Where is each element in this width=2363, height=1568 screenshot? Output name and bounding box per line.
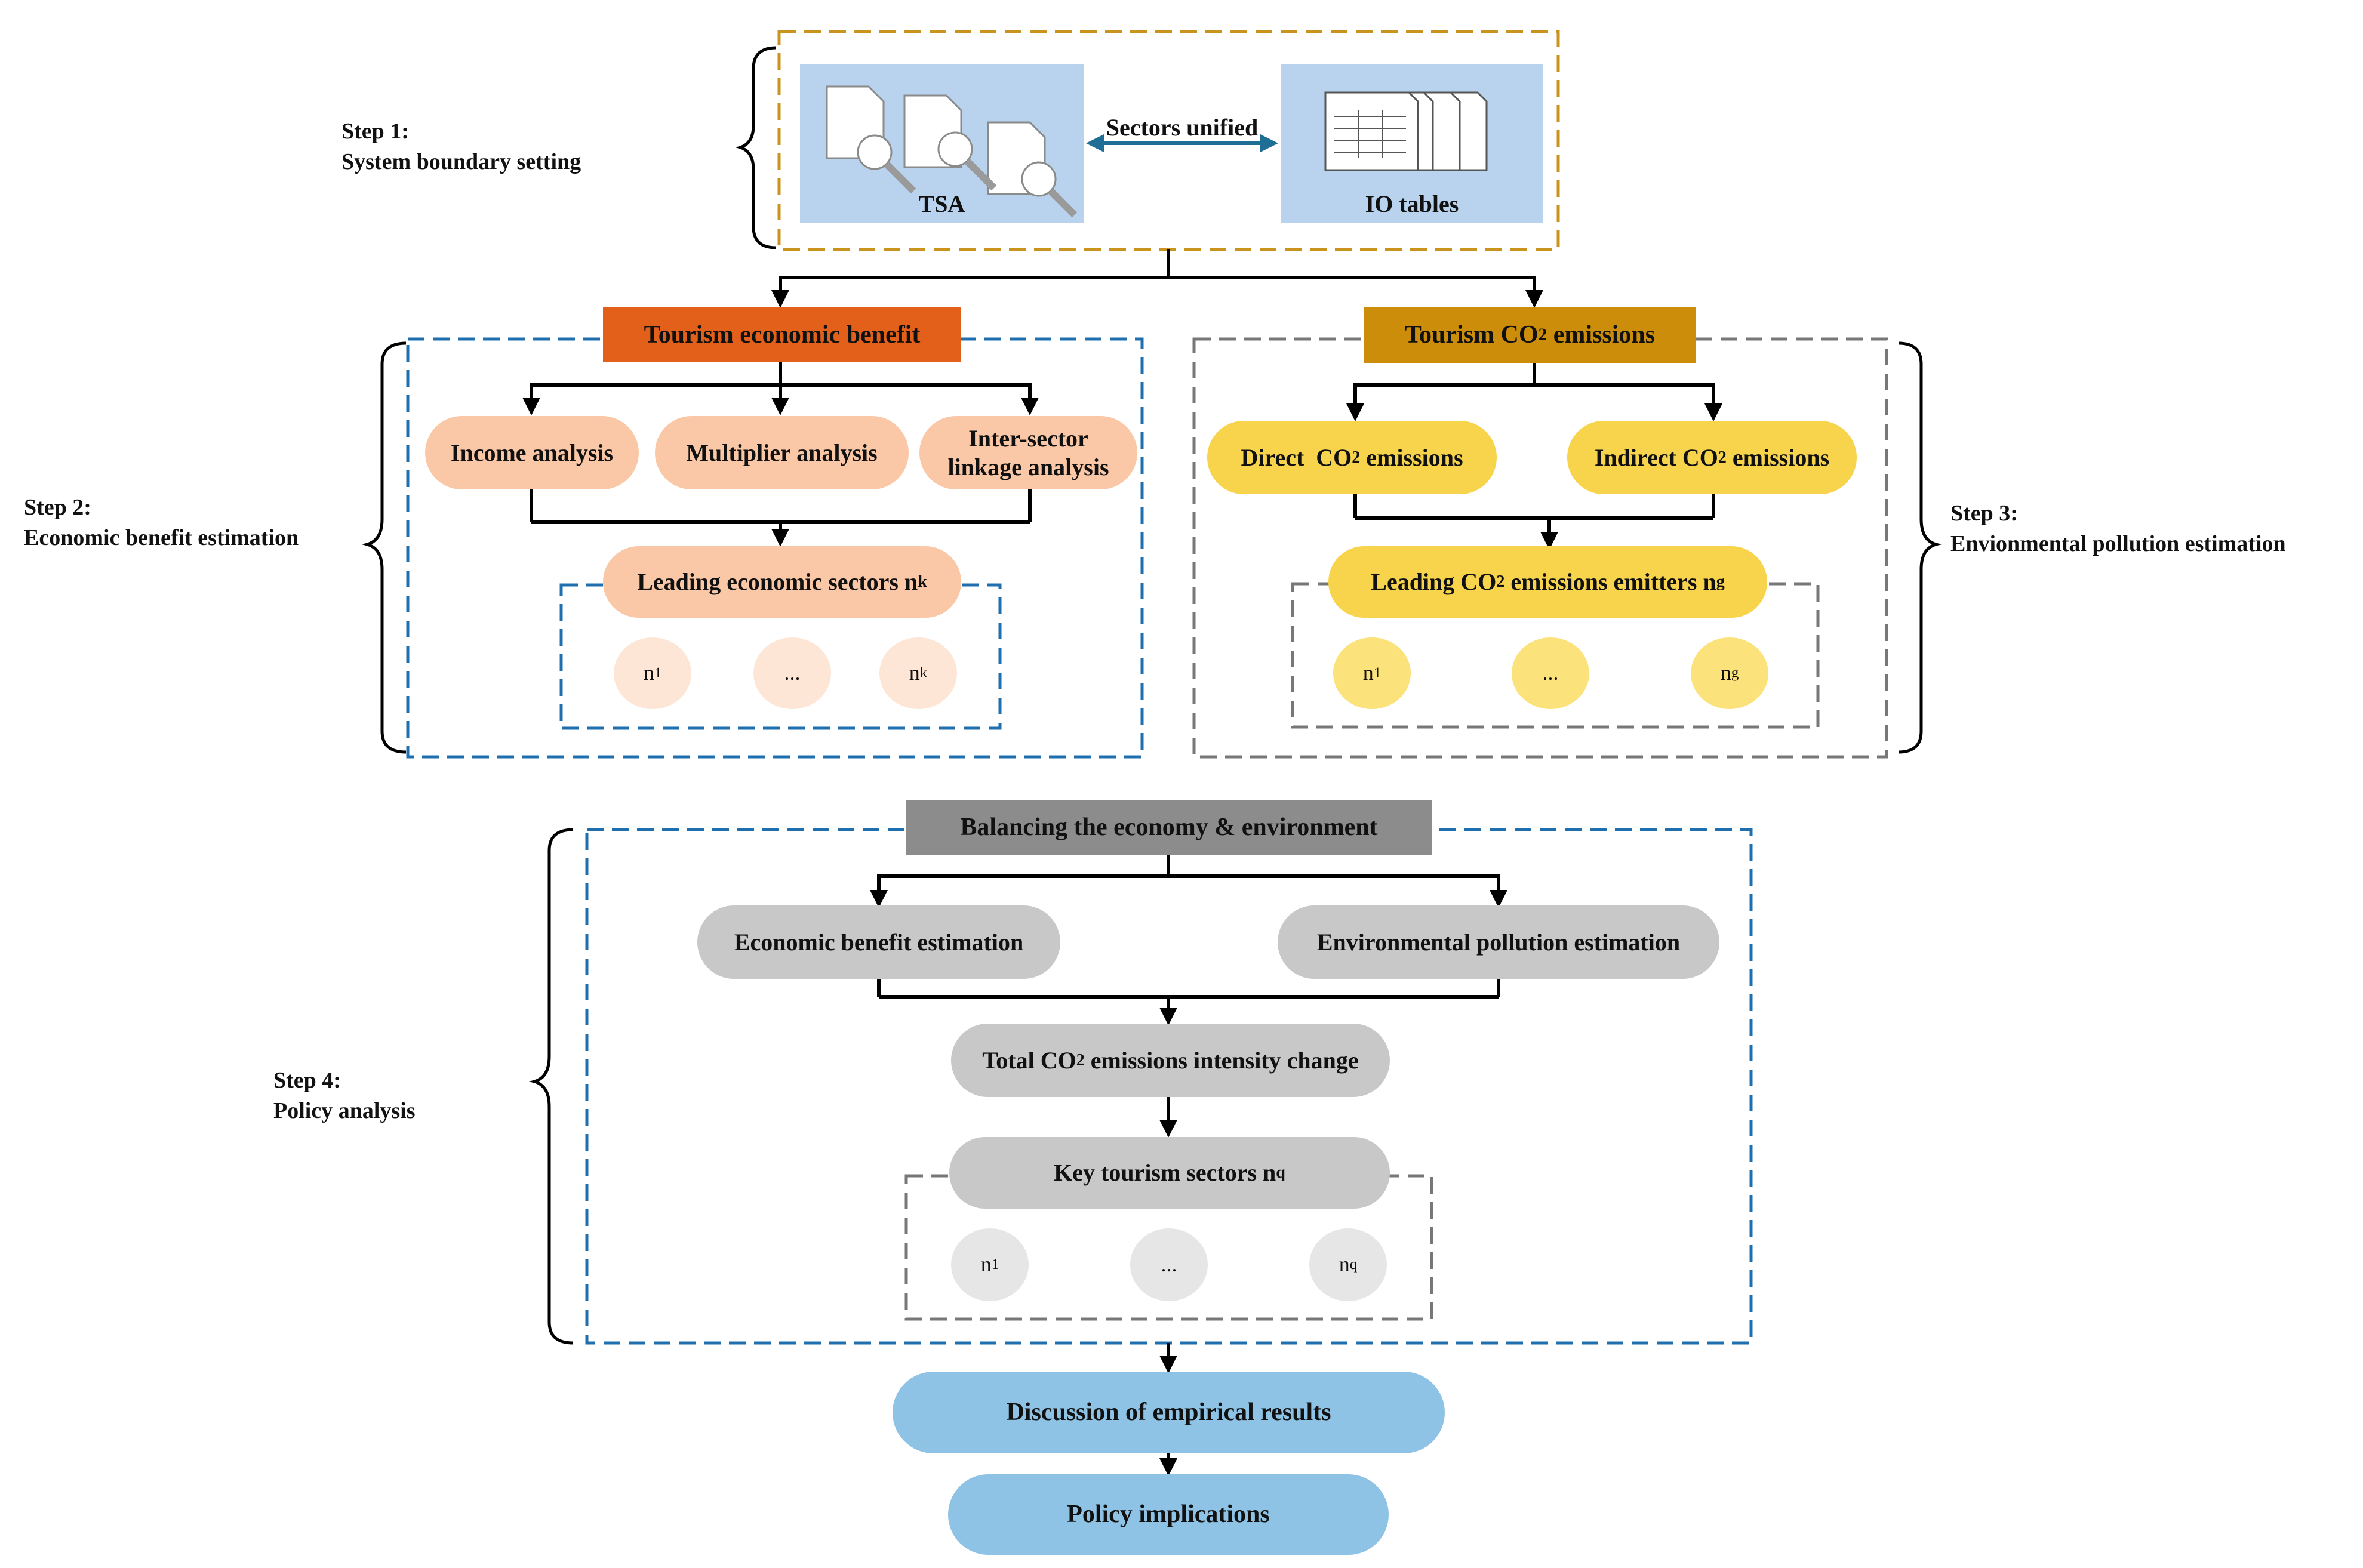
step3-label-line2: Envionmental pollution estimation — [1950, 531, 2286, 557]
header-suffix: emissions — [1547, 321, 1656, 349]
circle-main: n — [1720, 661, 1731, 685]
circle-main: ... — [1542, 661, 1559, 685]
step2-label-line1: Step 2: — [24, 495, 91, 520]
step3-brace — [1898, 341, 1942, 754]
step3-label-line1: Step 3: — [1950, 501, 2018, 526]
step2-leading-dashed-box — [559, 583, 1002, 730]
io-tables-label: IO tables — [1365, 190, 1459, 217]
document-search-icon — [826, 85, 1078, 218]
multiplier-analysis-node: Multiplier analysis — [655, 416, 909, 489]
emitter-circle-ellipsis: ... — [1512, 637, 1589, 709]
circle-sub: g — [1731, 664, 1739, 681]
tourism-economic-benefit-header: Tourism economic benefit — [603, 307, 961, 362]
economic-benefit-estimation-node: Economic benefit estimation — [697, 905, 1060, 979]
sectors-unified-label: Sectors unified — [1106, 114, 1259, 141]
indirect-sub: 2 — [1718, 448, 1727, 467]
step2-label-line2: Economic benefit estimation — [24, 525, 299, 551]
inter-sector-line2: linkage analysis — [947, 453, 1109, 480]
circle-main: n — [643, 661, 654, 685]
total-text: Total CO — [982, 1046, 1076, 1074]
circle-sub: k — [919, 664, 928, 681]
leading-middle: emissions emitters n — [1504, 568, 1716, 595]
circle-sub: q — [1349, 1256, 1358, 1273]
step4-brace — [528, 828, 574, 1345]
step3-label: Step 3: Envionmental pollution estimatio… — [1950, 498, 2286, 560]
table-stack-icon — [1324, 91, 1488, 171]
balancing-header: Balancing the economy & environment — [906, 800, 1432, 855]
step3-dashed-box — [1192, 337, 1888, 759]
direct-text: Direct CO — [1241, 443, 1352, 471]
key-text: Key tourism sectors n — [1054, 1159, 1276, 1186]
total-suffix: emissions intensity change — [1084, 1046, 1359, 1074]
direct-sub: 2 — [1352, 448, 1361, 467]
income-analysis-node: Income analysis — [425, 416, 639, 489]
key-sub: q — [1276, 1163, 1285, 1182]
inter-sector-line1: Inter-sector — [968, 424, 1088, 452]
indirect-text: Indirect CO — [1594, 443, 1718, 471]
circle-main: n — [1362, 661, 1374, 685]
leading-economic-sectors-text: Leading economic sectors n — [637, 568, 918, 595]
step1-label: Step 1: System boundary setting — [341, 116, 581, 178]
leading-sub2: g — [1716, 572, 1725, 592]
circle-main: n — [909, 661, 920, 685]
policy-implications-node: Policy implications — [948, 1474, 1389, 1555]
step1-label-line1: Step 1: — [341, 119, 409, 144]
discussion-results-node: Discussion of empirical results — [893, 1372, 1445, 1453]
inter-sector-linkage-node: Inter-sector linkage analysis — [919, 416, 1137, 489]
circle-sub: 1 — [1373, 664, 1382, 681]
circle-main: n — [1339, 1252, 1350, 1277]
environmental-pollution-estimation-node: Environmental pollution estimation — [1278, 905, 1719, 979]
circle-sub: 1 — [991, 1256, 999, 1273]
circle-main: ... — [1161, 1252, 1177, 1277]
step2-brace — [361, 341, 407, 754]
economic-sector-circle-ellipsis: ... — [753, 637, 831, 709]
circle-main: n — [980, 1252, 992, 1277]
header-text: Tourism CO — [1404, 321, 1539, 349]
header-sub: 2 — [1538, 325, 1547, 344]
step1-label-line2: System boundary setting — [341, 149, 581, 175]
leading-sub: 2 — [1496, 572, 1505, 592]
leading-text: Leading CO — [1371, 568, 1497, 595]
step4-label-line2: Policy analysis — [273, 1098, 416, 1124]
circle-main: ... — [784, 661, 801, 685]
step2-label: Step 2: Economic benefit estimation — [24, 492, 299, 554]
key-sector-circle-ellipsis: ... — [1130, 1228, 1208, 1301]
step4-label: Step 4: Policy analysis — [273, 1065, 416, 1127]
indirect-suffix: emissions — [1726, 443, 1830, 471]
leading-economic-sectors-sub: k — [918, 572, 927, 592]
step1-brace — [735, 46, 777, 249]
tsa-label: TSA — [918, 190, 965, 217]
circle-sub: 1 — [654, 664, 662, 681]
total-sub: 2 — [1076, 1051, 1085, 1070]
direct-suffix: emissions — [1360, 443, 1463, 471]
step4-label-line1: Step 4: — [273, 1068, 341, 1093]
